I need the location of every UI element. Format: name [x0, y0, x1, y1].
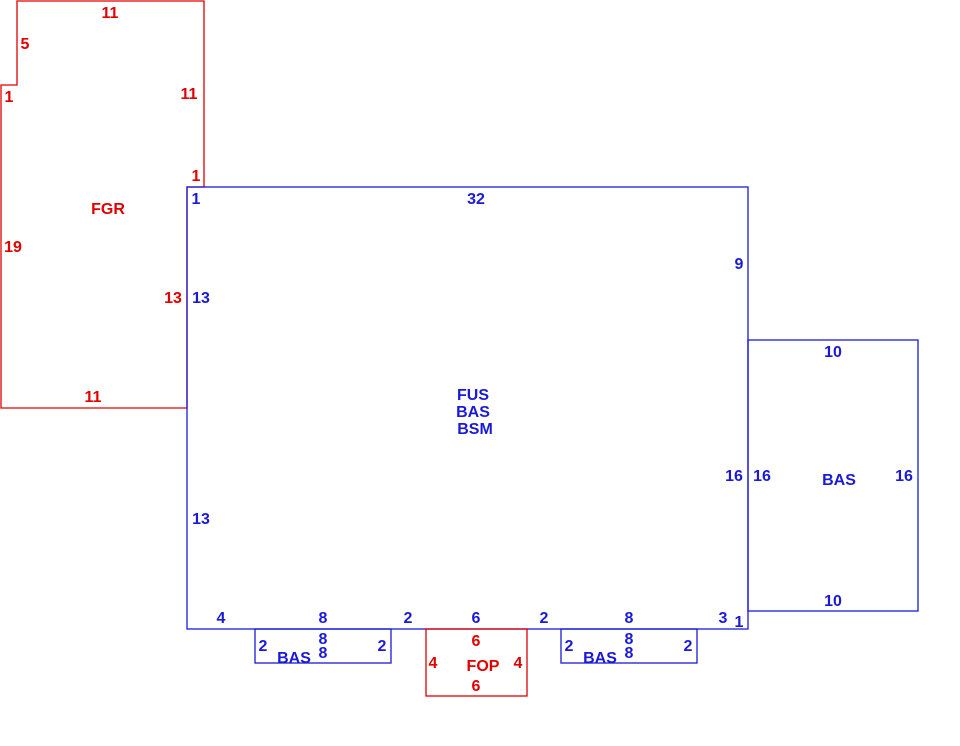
garage-dim-right-step: 1 — [192, 168, 201, 185]
east-addition-outline — [747, 339, 919, 612]
garage-dim-right-upper: 11 — [181, 86, 198, 103]
left-bay-dim-left: 2 — [259, 638, 268, 655]
main-dim-bottom-step: 1 — [735, 614, 744, 631]
left-bay-outline — [254, 628, 392, 664]
main-dim-right-upper: 9 — [735, 256, 744, 273]
main-dim-bottom-4: 6 — [472, 610, 481, 627]
main-dim-left-lower: 13 — [192, 511, 210, 528]
left-bay-dim-right: 2 — [378, 638, 387, 655]
porch-dim-bottom: 6 — [472, 678, 481, 695]
porch-dim-left: 4 — [429, 655, 438, 672]
east-addition-dim-bottom: 10 — [824, 593, 842, 610]
right-bay-outline — [560, 628, 698, 664]
main-code-bas: BAS — [456, 404, 490, 421]
garage-dim-right-lower: 13 — [164, 290, 182, 307]
main-code-bsm: BSM — [457, 421, 493, 438]
left-bay-dim-top: 8 — [319, 631, 328, 648]
main-dim-top-step: 1 — [192, 191, 201, 208]
right-bay-code: BAS — [583, 650, 617, 667]
right-bay-dim-bottom: 8 — [625, 645, 634, 662]
east-addition-dim-left: 16 — [753, 468, 771, 485]
garage-dim-left: 19 — [4, 239, 22, 256]
main-dim-left-upper: 13 — [192, 290, 210, 307]
east-addition-dim-right: 16 — [895, 468, 913, 485]
main-dim-bottom-7: 3 — [719, 610, 728, 627]
porch-dim-right: 4 — [514, 655, 523, 672]
main-dim-bottom-2: 8 — [319, 610, 328, 627]
garage-code-label: FGR — [91, 201, 125, 218]
left-bay-dim-bottom: 8 — [319, 645, 328, 662]
right-bay-dim-left: 2 — [565, 638, 574, 655]
main-code-fus: FUS — [457, 387, 489, 404]
main-dim-top: 32 — [467, 191, 485, 208]
garage-dim-top: 11 — [102, 5, 119, 22]
east-addition-dim-top: 10 — [824, 344, 842, 361]
porch-code: FOP — [467, 658, 500, 675]
main-dim-right-lower: 16 — [725, 468, 743, 485]
east-addition-code: BAS — [822, 472, 856, 489]
garage-dim-bottom: 11 — [85, 389, 102, 406]
main-dim-bottom-5: 2 — [540, 610, 549, 627]
garage-dim-notch-step: 1 — [5, 89, 14, 106]
porch-dim-top: 6 — [472, 633, 481, 650]
main-dim-bottom-3: 2 — [404, 610, 413, 627]
right-bay-dim-top: 8 — [625, 631, 634, 648]
main-dim-bottom-6: 8 — [625, 610, 634, 627]
porch-outline — [425, 628, 528, 697]
right-bay-dim-right: 2 — [684, 638, 693, 655]
left-bay-code: BAS — [277, 650, 311, 667]
main-dim-bottom-1: 4 — [217, 610, 226, 627]
garage-dim-notch-side: 5 — [21, 36, 30, 53]
